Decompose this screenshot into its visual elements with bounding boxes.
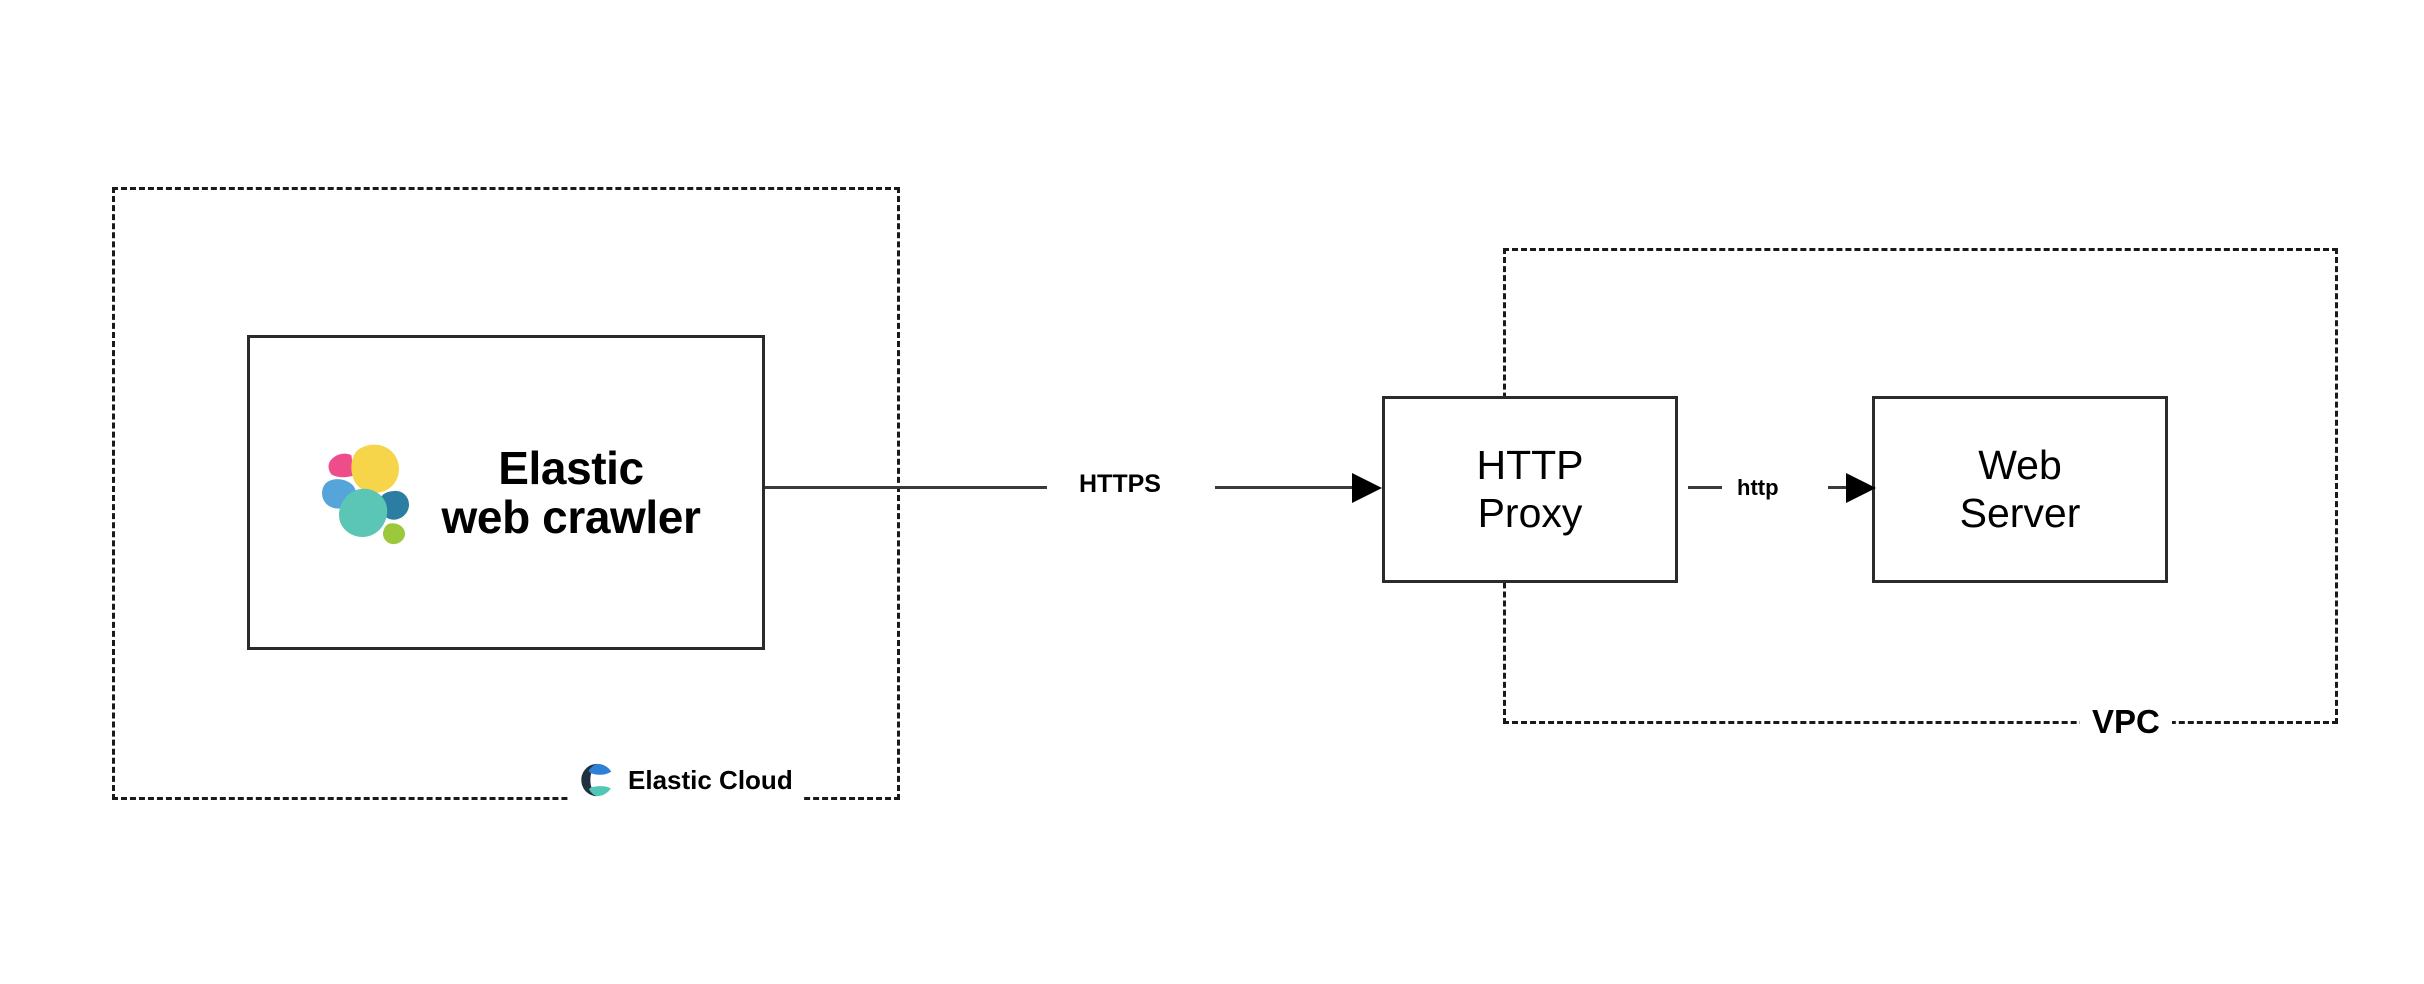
arrowhead-right-icon-https [1352,473,1382,503]
node-http-proxy[interactable]: HTTP Proxy [1382,396,1678,583]
node-web-server[interactable]: Web Server [1872,396,2168,583]
zone-label-vpc: VPC [2080,700,2172,744]
node-label-elastic-web-crawler: Elastic web crawler [441,441,701,543]
web-server-label-line1: Web [1978,442,2062,489]
crawler-label-line1: Elastic [498,441,644,494]
zone-elastic-cloud [112,187,900,800]
node-elastic-web-crawler[interactable]: Elastic web crawler [247,335,765,650]
zone-label-elastic-cloud: Elastic Cloud [568,758,803,802]
elastic-logo-icon [321,444,409,544]
connector-https-to-proxy [1215,486,1355,489]
edge-label-http: http [1731,475,1785,501]
http-proxy-label-line2: Proxy [1477,489,1583,536]
arrowhead-right-icon-http [1846,473,1876,503]
crawler-content: Elastic web crawler [250,441,762,545]
crawler-label-line2: web crawler [441,490,701,543]
connector-crawler-to-https-label [765,486,1047,489]
edge-label-https: HTTPS [1073,470,1167,499]
http-proxy-label-line1: HTTP [1476,442,1584,489]
node-label-http-proxy: HTTP Proxy [1476,442,1583,536]
web-server-label-line2: Server [1959,489,2081,536]
elastic-cloud-logo-icon [581,763,612,797]
node-label-web-server: Web Server [1960,442,2081,536]
connector-proxy-to-http-label [1688,486,1722,489]
zone-label-elastic-cloud-text: Elastic Cloud [628,765,793,795]
